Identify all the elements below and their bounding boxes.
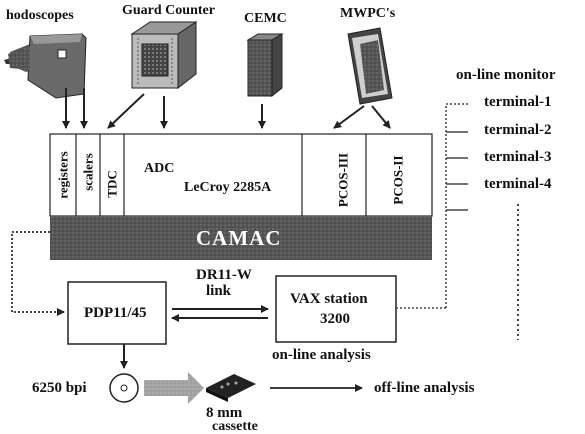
- label-pcos2: PCOS-II: [390, 155, 406, 205]
- label-mwpc: MWPC's: [340, 6, 396, 21]
- monitor-links: [396, 103, 470, 309]
- vax-box: [275, 275, 397, 343]
- label-registers: registers: [55, 151, 71, 199]
- label-terminal-3: terminal-3: [484, 149, 552, 165]
- label-adc: ADC: [144, 161, 175, 176]
- label-terminal-4: terminal-4: [484, 176, 552, 192]
- crate-modules: [49, 133, 433, 217]
- label-cassette-2: cassette: [212, 419, 258, 434]
- label-pdp: PDP11/45: [84, 305, 147, 321]
- camac-bar: [50, 216, 432, 260]
- label-vax-1: VAX station: [290, 291, 368, 307]
- tape-transfer-arrow: [144, 372, 204, 404]
- label-pcos3: PCOS-III: [335, 152, 351, 208]
- label-cassette-1: 8 mm: [206, 405, 243, 421]
- label-link-2: link: [206, 283, 232, 299]
- label-cemc: CEMC: [244, 11, 287, 26]
- arrow-mwpc-pcos2: [371, 105, 391, 129]
- label-scalers: scalers: [80, 153, 96, 191]
- label-terminal-2: terminal-2: [484, 122, 552, 138]
- mwpc-icon: [347, 27, 393, 105]
- label-online-monitor: on-line monitor: [456, 67, 556, 83]
- terminal-connectors: [446, 131, 468, 211]
- label-adc-model: LeCroy 2285A: [184, 180, 272, 195]
- tape-reel-icon: [109, 373, 139, 403]
- label-terminal-1: terminal-1: [484, 94, 552, 110]
- arrow-guard-tdc: [107, 93, 145, 129]
- label-tdc: TDC: [104, 170, 120, 198]
- label-online-analysis: on-line analysis: [272, 347, 371, 363]
- pdp-box: [67, 281, 167, 345]
- label-tape-density: 6250 bpi: [32, 380, 87, 396]
- cassette-icon: [206, 374, 256, 402]
- label-guard-counter: Guard Counter: [122, 3, 215, 18]
- arrow-mwpc-pcos3: [333, 105, 365, 129]
- label-hodoscopes: hodoscopes: [6, 8, 74, 23]
- cemc-icon: [246, 33, 284, 98]
- label-offline-analysis: off-line analysis: [374, 380, 475, 396]
- label-camac: CAMAC: [196, 226, 282, 250]
- label-vax-2: 3200: [320, 311, 350, 327]
- label-link-1: DR11-W: [196, 267, 252, 283]
- hodoscope-icon: [4, 33, 87, 99]
- guard-counter-icon: [130, 21, 198, 90]
- camac-pdp-link: [11, 231, 65, 316]
